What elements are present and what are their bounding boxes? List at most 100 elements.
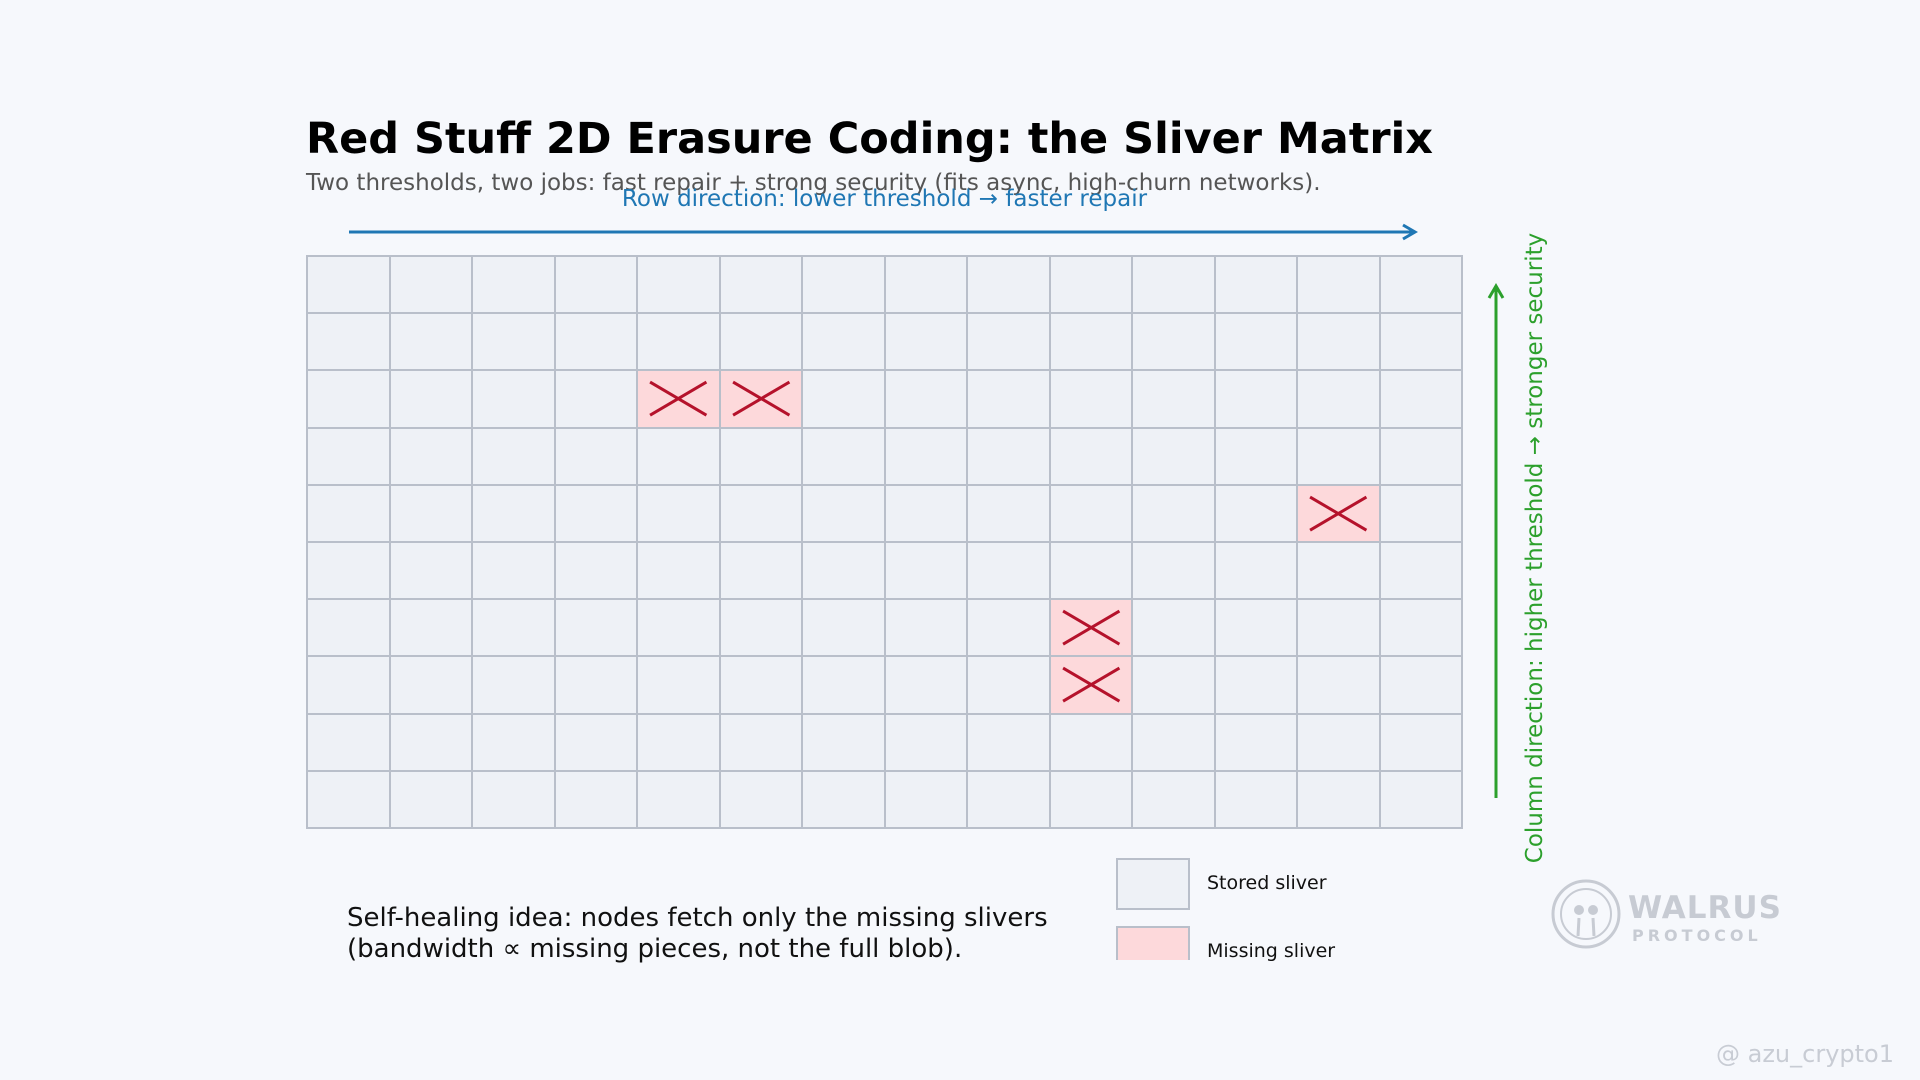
- stored-sliver-cell: [390, 428, 473, 486]
- stored-sliver-cell: [803, 543, 886, 601]
- stored-sliver-cell: [968, 371, 1051, 429]
- diagram-subtitle: Two thresholds, two jobs: fast repair + …: [306, 170, 1321, 196]
- stored-sliver-cell: [885, 257, 968, 315]
- stored-sliver-cell: [390, 257, 473, 315]
- stored-sliver-cell: [1380, 543, 1463, 601]
- stored-sliver-cell: [473, 771, 556, 829]
- stored-sliver-cell: [885, 771, 968, 829]
- stored-sliver-cell: [1298, 428, 1381, 486]
- stored-sliver-cell: [638, 771, 721, 829]
- stored-sliver-cell: [638, 428, 721, 486]
- stored-sliver-cell: [1215, 600, 1298, 658]
- row-direction-label: Row direction: lower threshold → faster …: [621, 186, 1148, 212]
- stored-sliver-cell: [308, 371, 391, 429]
- watermark: @ azu_crypto1: [1716, 1040, 1895, 1068]
- sliver-matrix: [306, 255, 1463, 829]
- stored-sliver-cell: [473, 657, 556, 715]
- stored-sliver-cell: [555, 371, 638, 429]
- row-direction-arrow: [349, 223, 1418, 241]
- stored-sliver-cell: [1215, 771, 1298, 829]
- stored-sliver-cell: [968, 771, 1051, 829]
- stored-sliver-cell: [720, 257, 803, 315]
- stored-sliver-cell: [473, 257, 556, 315]
- stored-sliver-cell: [968, 657, 1051, 715]
- logo-name: WALRUS: [1628, 890, 1782, 926]
- stored-sliver-cell: [885, 600, 968, 658]
- stored-sliver-cell: [803, 657, 886, 715]
- stored-sliver-cell: [803, 485, 886, 543]
- stored-sliver-cell: [1215, 371, 1298, 429]
- stored-sliver-cell: [803, 257, 886, 315]
- stored-sliver-cell: [473, 714, 556, 772]
- stored-sliver-cell: [1298, 714, 1381, 772]
- stored-sliver-cell: [803, 371, 886, 429]
- stored-sliver-cell: [638, 714, 721, 772]
- stored-sliver-cell: [720, 543, 803, 601]
- stored-sliver-cell: [968, 485, 1051, 543]
- stored-sliver-cell: [555, 428, 638, 486]
- stored-sliver-cell: [1298, 314, 1381, 372]
- cross-icon: [638, 371, 719, 426]
- logo-subtitle: PROTOCOL: [1632, 926, 1762, 945]
- stored-sliver-cell: [720, 485, 803, 543]
- stored-sliver-cell: [473, 543, 556, 601]
- stored-sliver-cell: [803, 771, 886, 829]
- stored-sliver-cell: [308, 485, 391, 543]
- stored-sliver-cell: [555, 257, 638, 315]
- note-line-1: Self-healing idea: nodes fetch only the …: [347, 903, 1048, 933]
- stored-sliver-cell: [885, 428, 968, 486]
- note-line-2: (bandwidth ∝ missing pieces, not the ful…: [347, 934, 963, 964]
- stored-sliver-cell: [1050, 371, 1133, 429]
- missing-sliver-cell: [1050, 657, 1133, 715]
- stored-sliver-cell: [555, 657, 638, 715]
- stored-sliver-cell: [1298, 257, 1381, 315]
- stored-sliver-cell: [885, 485, 968, 543]
- stored-sliver-cell: [1298, 600, 1381, 658]
- stored-sliver-cell: [885, 371, 968, 429]
- stored-sliver-cell: [1133, 257, 1216, 315]
- cross-icon: [1051, 657, 1132, 712]
- stored-sliver-cell: [473, 314, 556, 372]
- stored-sliver-cell: [968, 714, 1051, 772]
- missing-sliver-cell: [1050, 600, 1133, 658]
- stored-sliver-cell: [1133, 714, 1216, 772]
- stored-sliver-cell: [308, 543, 391, 601]
- stored-sliver-cell: [1050, 771, 1133, 829]
- stored-sliver-cell: [720, 657, 803, 715]
- stored-sliver-cell: [720, 600, 803, 658]
- stored-sliver-cell: [390, 657, 473, 715]
- stored-sliver-cell: [1133, 314, 1216, 372]
- missing-sliver-cell: [638, 371, 721, 429]
- legend-missing-swatch: [1116, 926, 1190, 960]
- stored-sliver-cell: [1380, 485, 1463, 543]
- stored-sliver-cell: [390, 485, 473, 543]
- cross-icon: [1051, 600, 1132, 655]
- stored-sliver-cell: [308, 428, 391, 486]
- stored-sliver-cell: [1215, 657, 1298, 715]
- stored-sliver-cell: [473, 428, 556, 486]
- stored-sliver-cell: [720, 714, 803, 772]
- stored-sliver-cell: [555, 485, 638, 543]
- stored-sliver-cell: [803, 428, 886, 486]
- stored-sliver-cell: [473, 600, 556, 658]
- stored-sliver-cell: [555, 771, 638, 829]
- stored-sliver-cell: [1298, 543, 1381, 601]
- stored-sliver-cell: [1133, 771, 1216, 829]
- stored-sliver-cell: [555, 714, 638, 772]
- diagram-title: Red Stuff 2D Erasure Coding: the Sliver …: [306, 114, 1434, 164]
- stored-sliver-cell: [555, 600, 638, 658]
- stored-sliver-cell: [638, 257, 721, 315]
- stored-sliver-cell: [803, 600, 886, 658]
- cross-icon: [1298, 486, 1379, 541]
- stored-sliver-cell: [1215, 428, 1298, 486]
- stored-sliver-cell: [1298, 657, 1381, 715]
- stored-sliver-cell: [1050, 428, 1133, 486]
- self-healing-note: Self-healing idea: nodes fetch only the …: [347, 903, 1048, 965]
- stored-sliver-cell: [1380, 657, 1463, 715]
- stored-sliver-cell: [1050, 714, 1133, 772]
- missing-sliver-cell: [1298, 485, 1381, 543]
- stored-sliver-cell: [1133, 371, 1216, 429]
- stored-sliver-cell: [390, 714, 473, 772]
- stored-sliver-cell: [555, 314, 638, 372]
- stored-sliver-cell: [390, 771, 473, 829]
